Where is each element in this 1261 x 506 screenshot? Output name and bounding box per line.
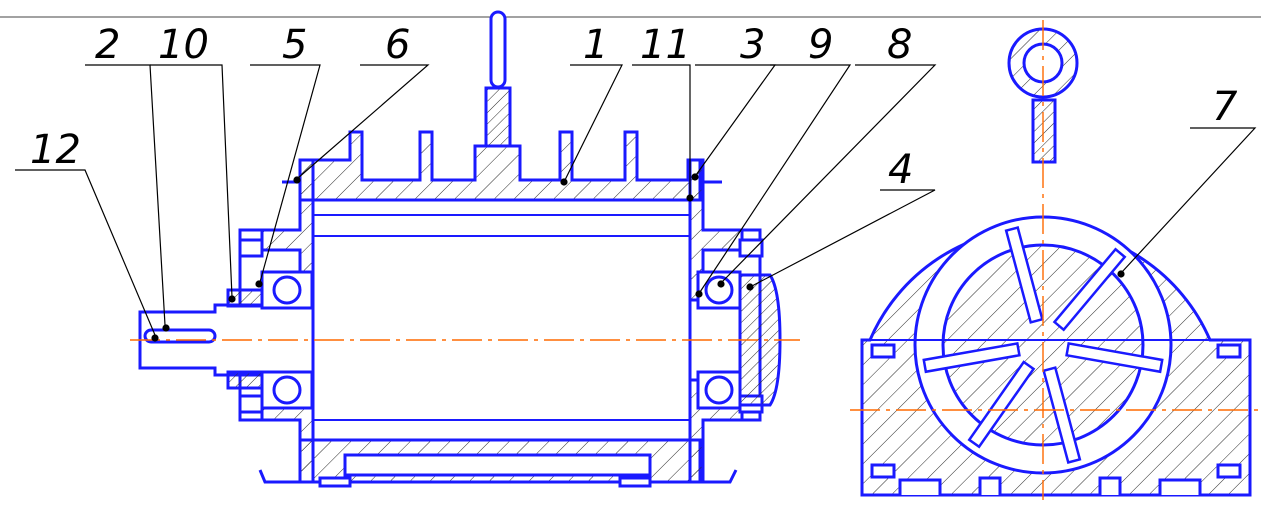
callout-2: 2 <box>95 22 120 68</box>
callout-labels: 1 2 3 4 5 6 7 8 9 10 11 12 <box>30 22 1238 193</box>
callout-8: 8 <box>887 22 912 68</box>
bearing-right <box>696 270 742 410</box>
rotor-slots <box>922 226 1164 464</box>
lifting-eye-bolt <box>484 10 512 148</box>
callout-10: 10 <box>158 22 209 68</box>
callout-leaders <box>15 64 1257 342</box>
side-section-view <box>138 10 782 488</box>
front-section-view <box>860 27 1252 497</box>
housing-frame <box>298 130 702 202</box>
callout-1: 1 <box>583 22 608 68</box>
callout-5: 5 <box>282 22 307 68</box>
callout-11: 11 <box>640 22 691 68</box>
shaft-key <box>143 328 217 344</box>
callout-4: 4 <box>888 147 913 193</box>
callout-12: 12 <box>30 127 81 173</box>
stator-core <box>311 198 692 442</box>
callout-9: 9 <box>808 22 833 68</box>
callout-7: 7 <box>1212 84 1238 130</box>
bearing-left <box>260 270 314 410</box>
callout-3: 3 <box>740 22 765 68</box>
callout-6: 6 <box>385 22 410 68</box>
